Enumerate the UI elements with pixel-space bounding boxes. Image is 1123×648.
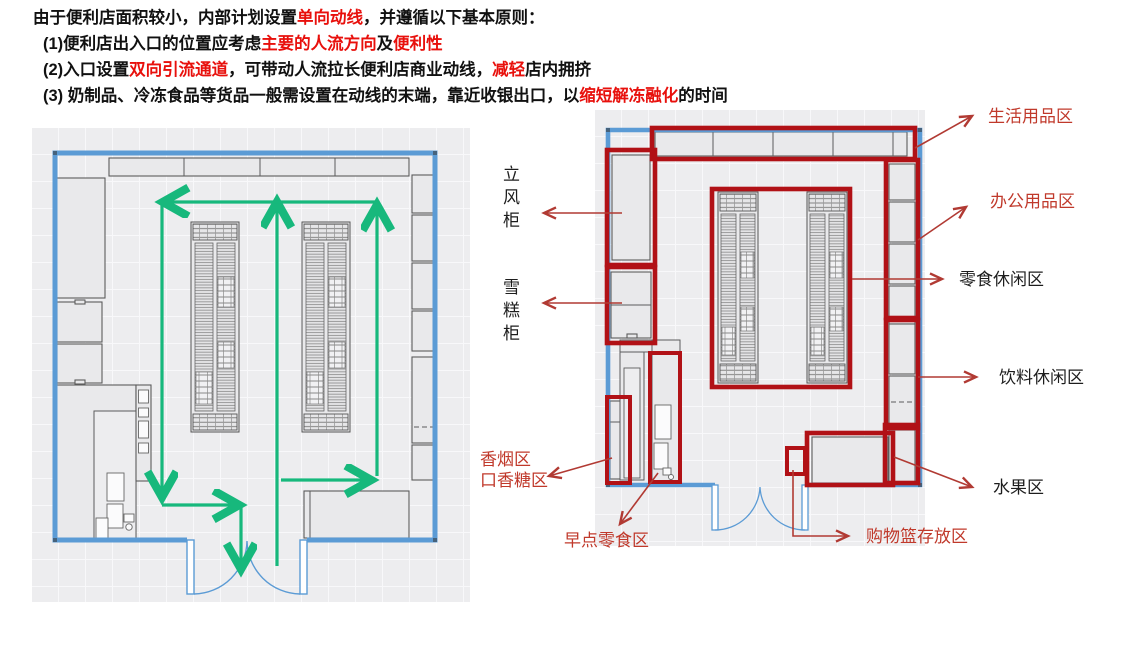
gondola-shelf bbox=[190, 221, 240, 433]
principle-line: (3) 奶制品、冷冻食品等货品一般需设置在动线的末端，靠近收银出口，以缩短解冻融… bbox=[43, 87, 728, 105]
wall-corner-dots bbox=[53, 151, 437, 542]
label-basket-storage: 购物篮存放区 bbox=[866, 527, 968, 546]
label-drinks: 饮料休闲区 bbox=[999, 368, 1084, 387]
register-equipment bbox=[95, 389, 149, 539]
store-walls bbox=[52, 150, 438, 595]
label-cigarette-gum: 香烟区 口香糖区 bbox=[480, 450, 548, 490]
label-office-goods: 办公用品区 bbox=[990, 192, 1075, 211]
flow-arrows bbox=[162, 202, 377, 566]
zone-snack-leisure bbox=[709, 186, 853, 390]
door-leaf bbox=[186, 539, 195, 595]
zone-drinks bbox=[883, 317, 921, 431]
wall-shelving bbox=[609, 131, 916, 484]
zone-cigarette bbox=[605, 395, 632, 485]
register-equipment bbox=[653, 404, 674, 480]
gondola-shelf bbox=[301, 221, 351, 433]
shelf-dividers bbox=[183, 158, 336, 538]
arrow-office-goods bbox=[917, 205, 969, 241]
gondola-shelf bbox=[717, 191, 759, 384]
right-floor-plan bbox=[595, 110, 925, 546]
label-icecream-cabinet: 雪糕柜 bbox=[500, 278, 519, 347]
door-leaf bbox=[801, 484, 809, 531]
left-floor-plan bbox=[32, 128, 470, 602]
gondola-shelf bbox=[806, 191, 848, 384]
principles-text: 由于便利店面积较小，内部计划设置单向动线，并遵循以下基本原则： (1)便利店出入口… bbox=[33, 5, 728, 109]
label-breakfast-snack: 早点零食区 bbox=[564, 531, 649, 550]
zone-breakfast-snack bbox=[648, 351, 682, 484]
label-snack-leisure: 零食休闲区 bbox=[959, 270, 1044, 289]
label-daily-goods: 生活用品区 bbox=[988, 107, 1073, 126]
zone-icecream-cabinet bbox=[604, 264, 658, 346]
label-freezer-cabinet: 立风柜 bbox=[500, 165, 519, 234]
label-fruit: 水果区 bbox=[993, 478, 1044, 497]
principle-line: (2)入口设置双向引流通道，可带动人流拉长便利店商业动线，减轻店内拥挤 bbox=[43, 61, 592, 79]
wall-shelving bbox=[54, 157, 437, 539]
checkout-counter bbox=[55, 384, 152, 541]
door-leaf bbox=[299, 539, 308, 595]
door-leaf bbox=[711, 484, 719, 531]
shelf-dividers bbox=[610, 132, 894, 423]
principle-line: (1)便利店出入口的位置应考虑主要的人流方向及便利性 bbox=[43, 35, 443, 53]
principle-line: 由于便利店面积较小，内部计划设置单向动线，并遵循以下基本原则： bbox=[33, 9, 545, 27]
